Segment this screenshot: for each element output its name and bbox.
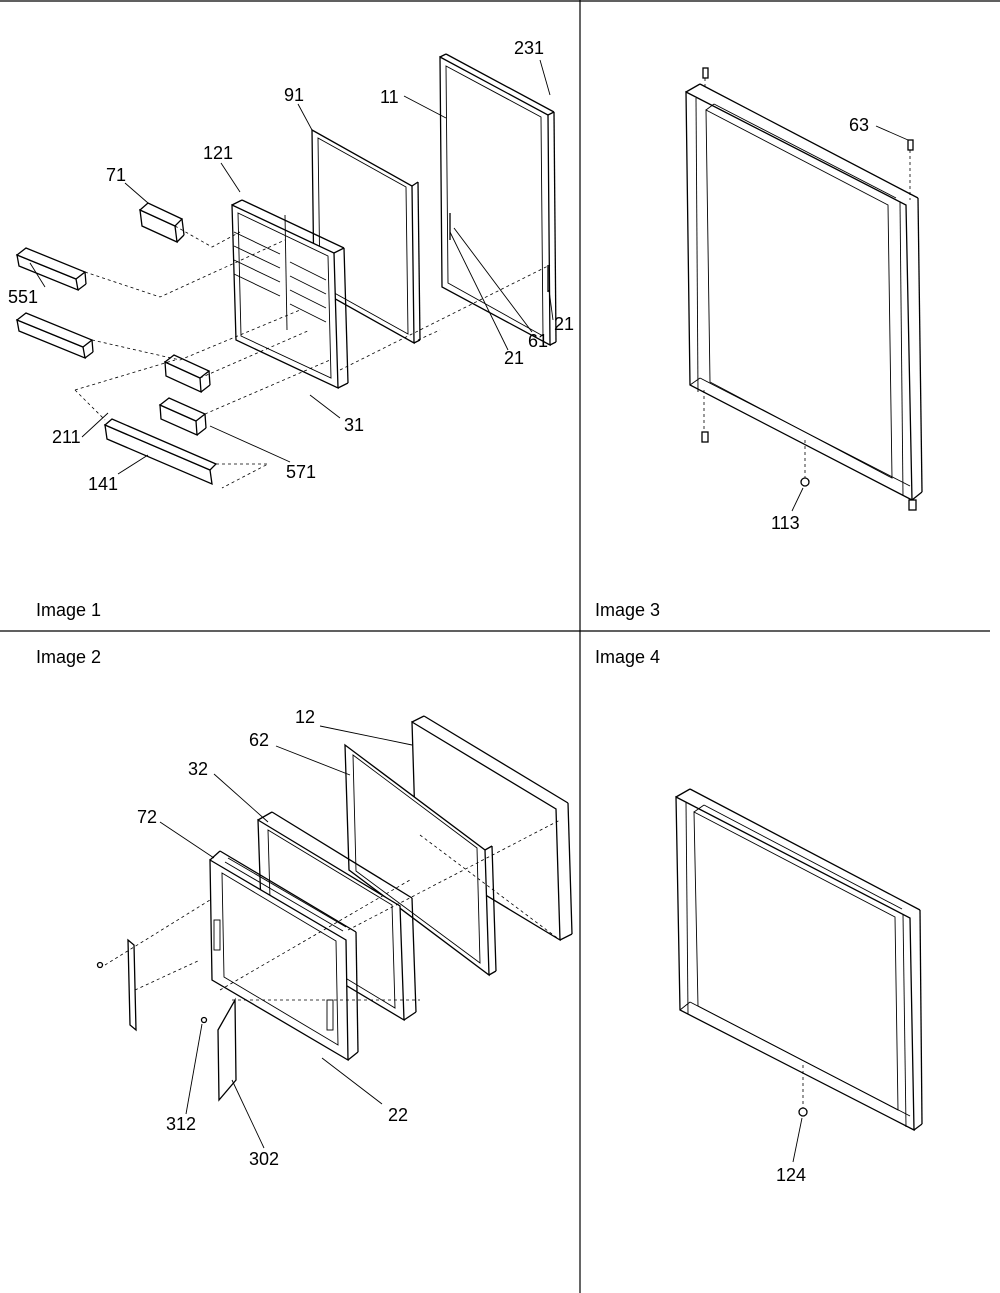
part-31-liner (231, 199, 349, 390)
callout-61: 61 (528, 331, 548, 351)
part-551-shelves (15, 247, 94, 360)
caption-image-4: Image 4 (595, 647, 660, 667)
part-71-bin (138, 202, 185, 244)
callout-551: 551 (8, 287, 38, 307)
callout-91: 91 (284, 85, 304, 105)
image1-drawing (15, 53, 557, 489)
part-62-gasket (344, 743, 497, 977)
callout-302: 302 (249, 1149, 279, 1169)
callout-labels: 231 11 91 121 71 551 21 61 21 31 211 571… (8, 38, 869, 1185)
part-72-door (209, 850, 359, 1062)
callout-231: 231 (514, 38, 544, 58)
callout-121: 121 (203, 143, 233, 163)
callout-21-left: 21 (504, 348, 524, 368)
callout-72: 72 (137, 807, 157, 827)
callout-21-right: 21 (554, 314, 574, 334)
image1-leaders (29, 59, 554, 475)
part-302-hinge (96, 938, 237, 1102)
callout-71: 71 (106, 165, 126, 185)
callout-211: 211 (52, 427, 81, 447)
callout-12: 12 (295, 707, 315, 727)
image2-leaders (159, 725, 413, 1149)
part-91-gasket (311, 128, 421, 345)
caption-image-1: Image 1 (36, 600, 101, 620)
callout-62: 62 (249, 730, 269, 750)
callout-22: 22 (388, 1105, 408, 1125)
image3-drawing (685, 67, 923, 512)
image4-drawing (675, 788, 923, 1163)
image2-drawing (96, 715, 573, 1102)
callout-32: 32 (188, 759, 208, 779)
callout-571: 571 (286, 462, 316, 482)
callout-113: 113 (771, 513, 800, 533)
part-141-bar (103, 418, 218, 486)
callout-63: 63 (849, 115, 869, 135)
part-11-panel (439, 53, 557, 347)
callout-312: 312 (166, 1114, 196, 1134)
callout-141: 141 (88, 474, 118, 494)
caption-image-2: Image 2 (36, 647, 101, 667)
panel-captions: Image 1 Image 3 Image 2 Image 4 (36, 600, 660, 667)
callout-124: 124 (776, 1165, 806, 1185)
callout-11: 11 (380, 87, 399, 107)
callout-31: 31 (344, 415, 364, 435)
caption-image-3: Image 3 (595, 600, 660, 620)
part-571-bins (158, 354, 211, 437)
